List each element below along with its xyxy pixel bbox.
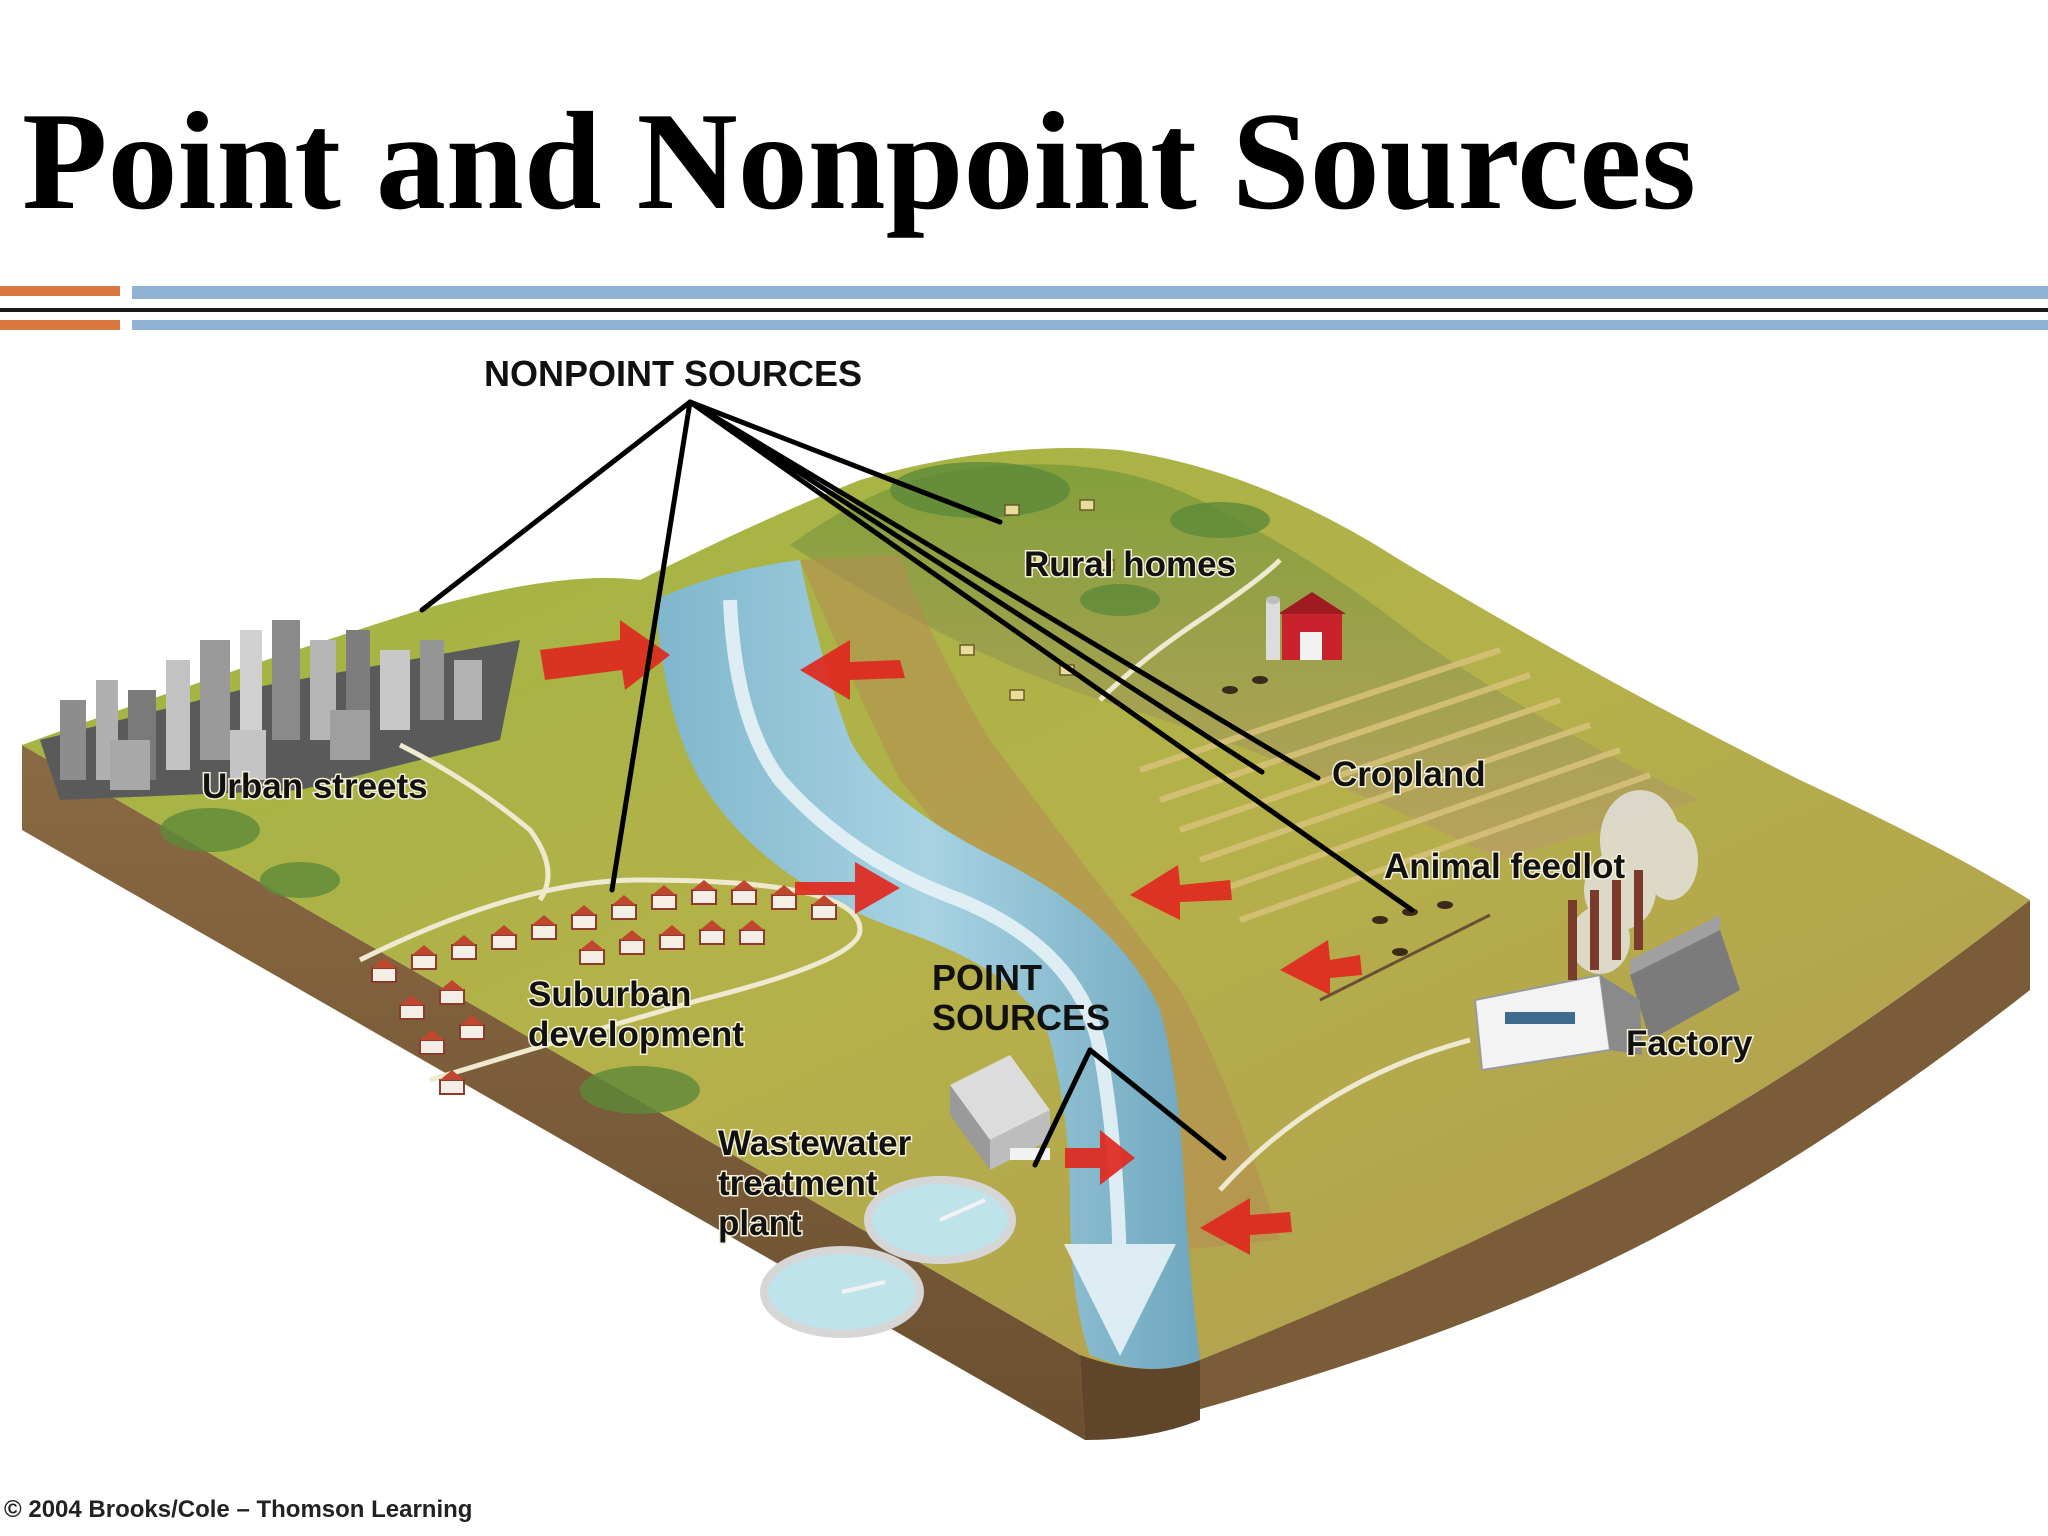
leader-suburban (609, 399, 693, 893)
wastewater-label-line1: Wastewater (718, 1124, 912, 1163)
wastewater-label-line3: plant (718, 1204, 802, 1243)
leader-animal-feedlot (687, 399, 1415, 913)
river-notch (1080, 1355, 1200, 1440)
factory (1473, 790, 1740, 1072)
suburban-houses (371, 880, 837, 1095)
cropland-label: Cropland (1332, 755, 1486, 794)
slide-title: Point and Nonpoint Sources (22, 84, 1696, 239)
point-sources-label-line1: POINT (932, 957, 1042, 998)
leader-lines (419, 399, 1415, 1168)
river-flow-arrow (723, 599, 1176, 1356)
tree-clusters (160, 462, 1270, 1114)
leader-feedlot-branch (687, 399, 1265, 775)
city-buildings (40, 620, 520, 800)
accent-orange-bar-lower (0, 320, 120, 330)
roads (358, 558, 1471, 1192)
accent-blue-bar (132, 286, 2048, 299)
rural-homes-label: Rural homes (1024, 545, 1236, 584)
point-sources-label-line2: SOURCES (932, 997, 1110, 1038)
factory-label: Factory (1626, 1024, 1753, 1063)
cropland-field (1139, 647, 1652, 923)
leader-cropland (687, 399, 1321, 781)
hill (790, 464, 1700, 860)
accent-orange-bar (0, 286, 120, 296)
wastewater-label-line2: treatment (718, 1164, 878, 1203)
suburban-label-line2: development (528, 1015, 744, 1054)
feedlot (1222, 676, 1491, 1002)
river (655, 560, 1200, 1369)
urban-streets-label: Urban streets (202, 767, 428, 806)
leader-factory (1087, 1047, 1227, 1161)
leader-rural-homes (687, 399, 1003, 525)
accent-blue-bar-lower (132, 320, 2048, 330)
nonpoint-sources-label: NONPOINT SOURCES (484, 353, 862, 394)
suburban-label-line1: Suburban (528, 975, 691, 1014)
runoff-arrows (540, 620, 1362, 1255)
barn (1266, 592, 1346, 660)
leader-urban-streets (419, 399, 693, 613)
wastewater-plant (760, 1055, 1050, 1338)
leader-wastewater (1032, 1047, 1093, 1168)
animal-feedlot-label: Animal feedlot (1384, 847, 1625, 886)
copyright-notice: © 2004 Brooks/Cole – Thomson Learning (4, 1496, 473, 1523)
header-rule (0, 308, 2048, 312)
